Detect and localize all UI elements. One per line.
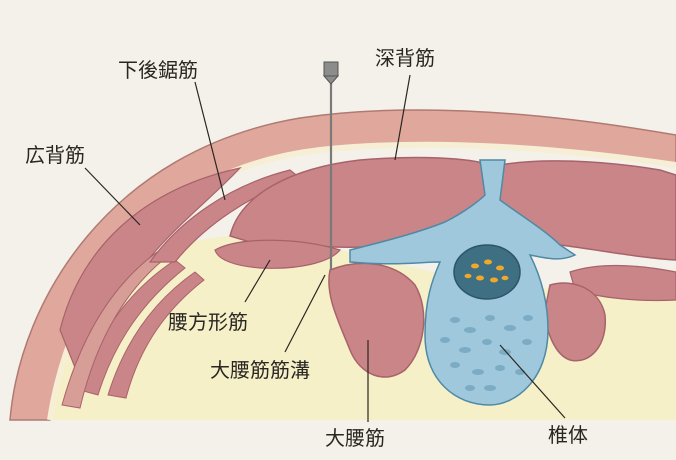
label-quadratus-lumborum: 腰方形筋 xyxy=(168,312,248,332)
label-psoas-groove: 大腰筋筋溝 xyxy=(210,360,310,380)
label-deep-back-muscles: 深背筋 xyxy=(375,48,435,68)
label-latissimus: 広背筋 xyxy=(25,145,85,165)
spinal-canal xyxy=(454,245,520,299)
label-serratus-posterior-inferior: 下後鋸筋 xyxy=(118,60,198,80)
needle-hub xyxy=(324,62,338,76)
label-psoas-major: 大腰筋 xyxy=(325,428,385,448)
label-vertebral-body: 椎体 xyxy=(548,425,588,445)
